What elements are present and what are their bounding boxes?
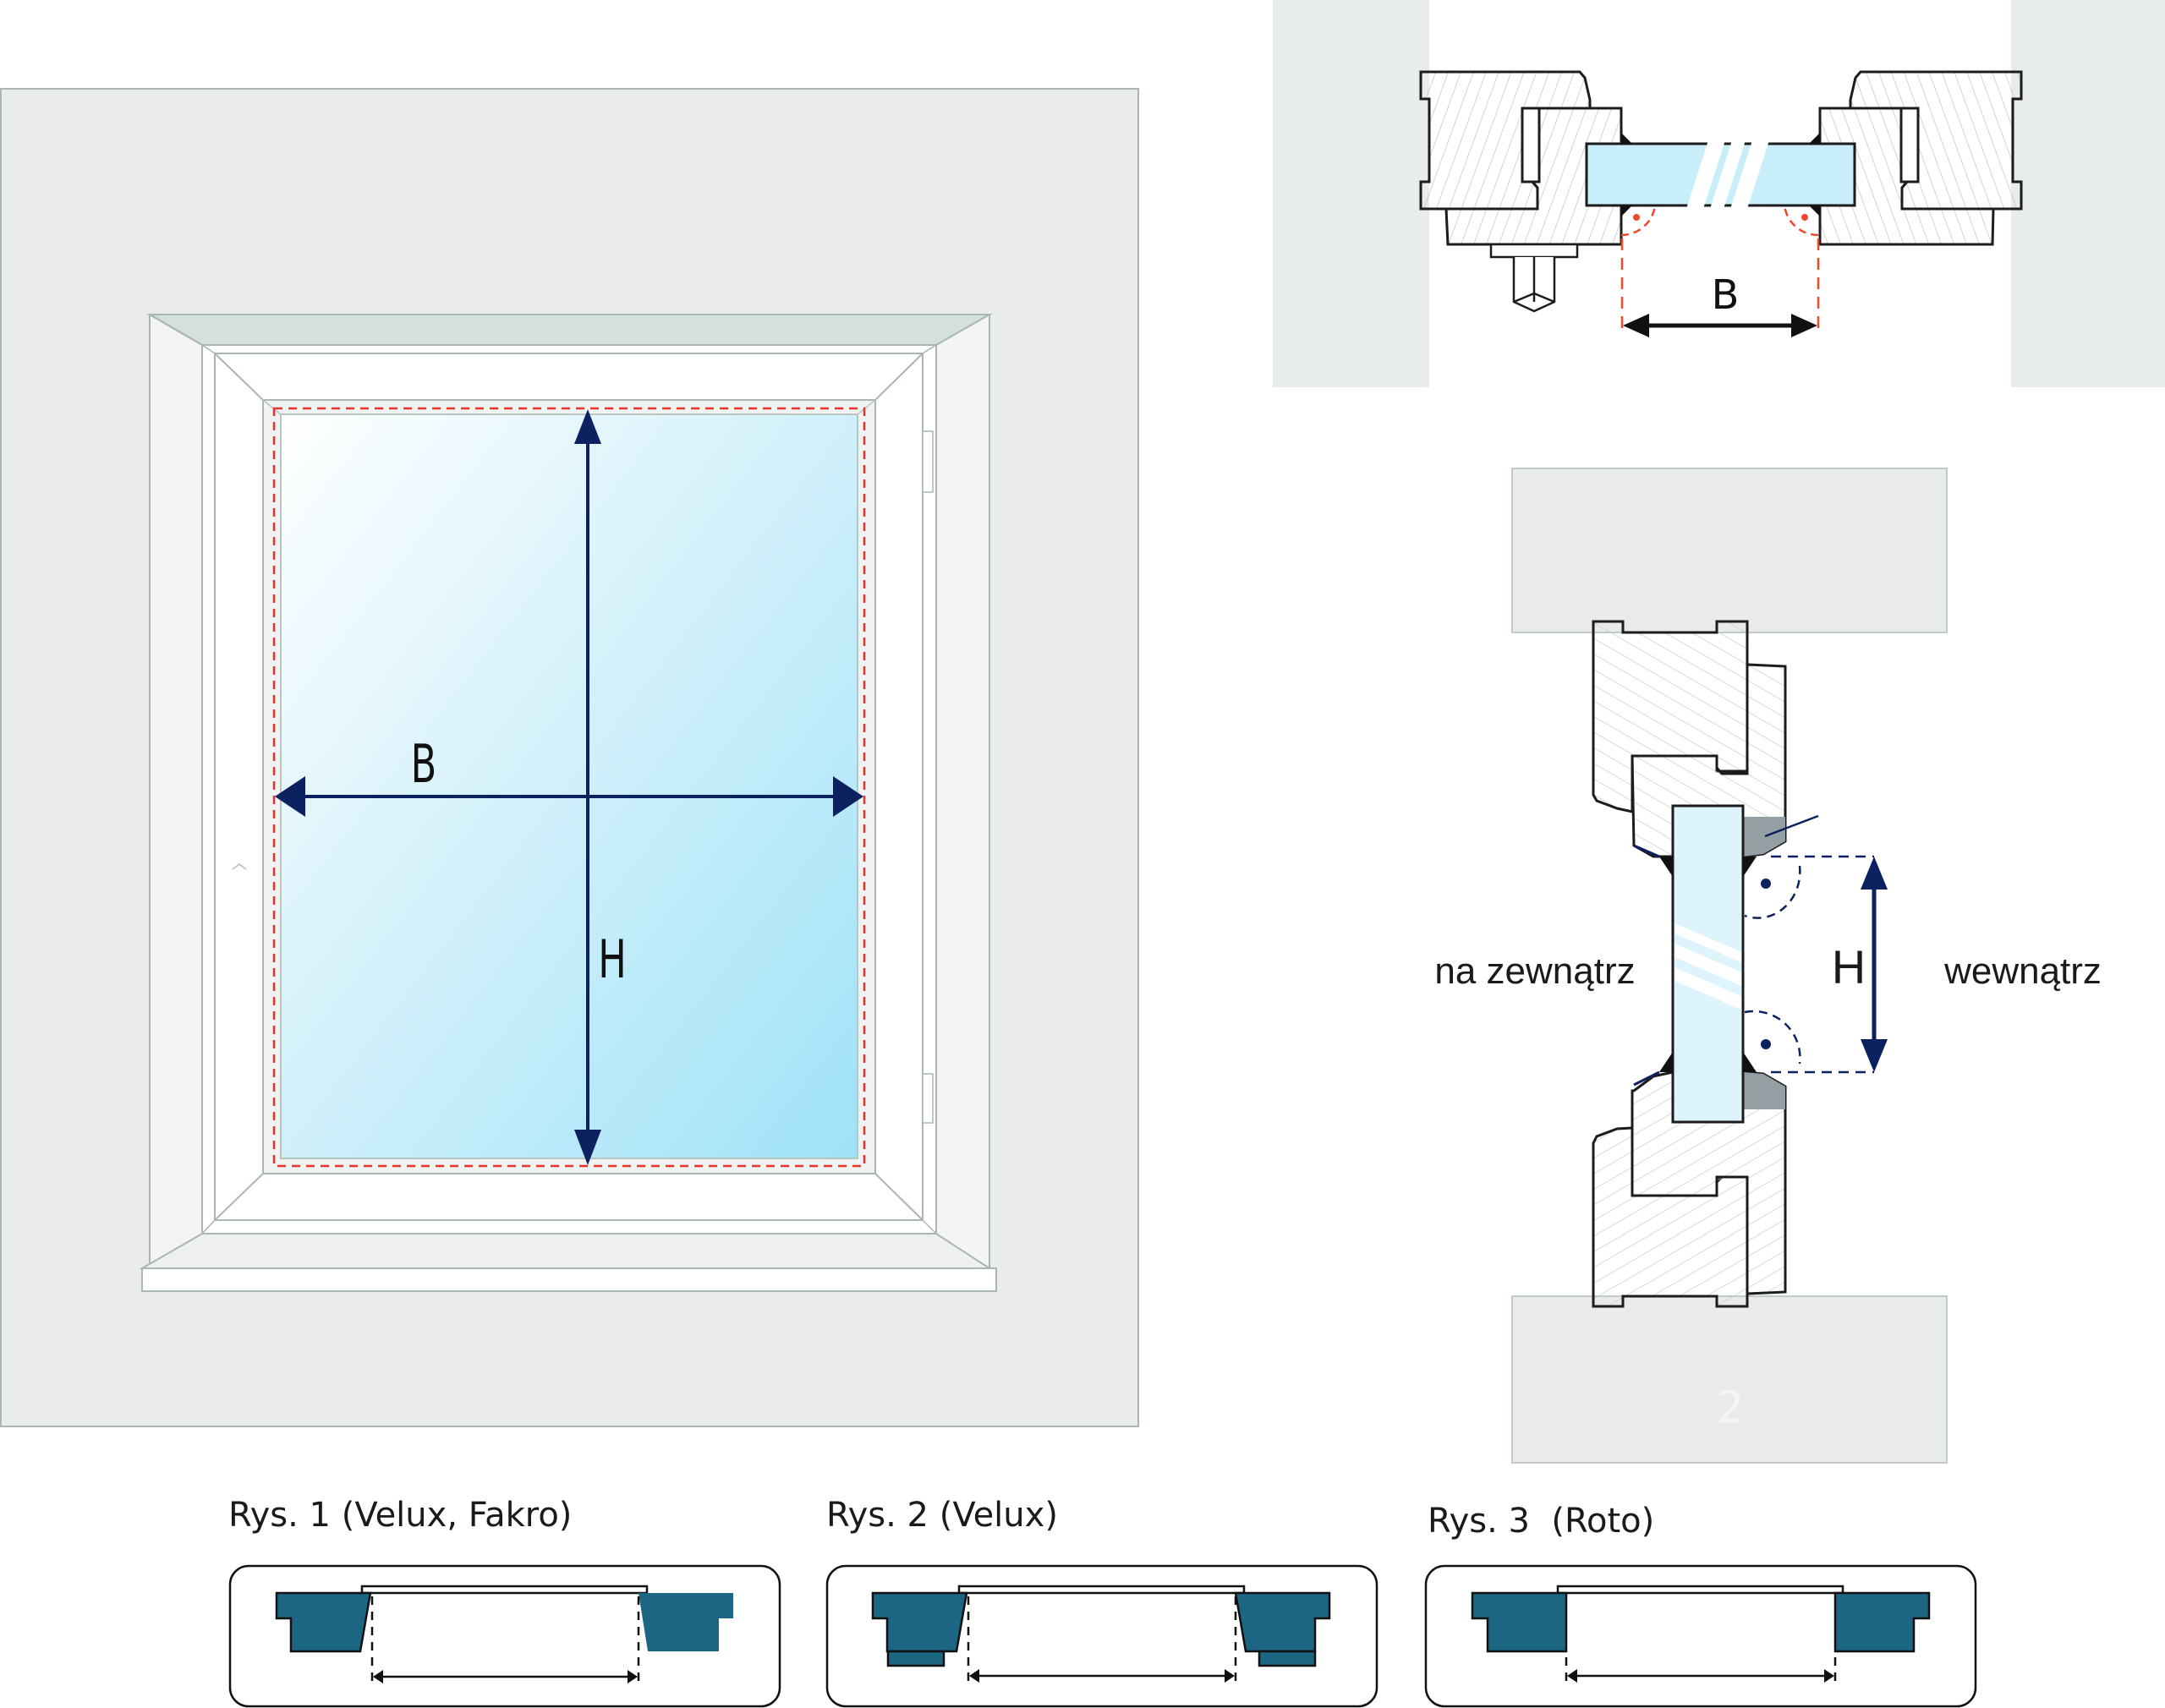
wall-number: 2 bbox=[1716, 1382, 1744, 1433]
arrow-right-icon bbox=[628, 1670, 638, 1683]
hinge-bottom bbox=[922, 1073, 934, 1124]
section-arrow-right-icon bbox=[1791, 314, 1817, 337]
seal-bottom-gray bbox=[1743, 1072, 1785, 1109]
sill-top bbox=[139, 1233, 993, 1269]
height-label: H bbox=[598, 929, 627, 990]
window-sill bbox=[141, 1267, 997, 1292]
measure-outline bbox=[272, 407, 866, 1168]
arrow-left-icon bbox=[969, 1669, 979, 1683]
width-label: B bbox=[411, 734, 437, 795]
reveal-top bbox=[146, 314, 993, 346]
arrow-left-icon bbox=[373, 1670, 383, 1683]
label-inside: wewnątrz bbox=[1943, 950, 2102, 992]
profile-left bbox=[1471, 1591, 1568, 1653]
profile-right bbox=[1833, 1591, 1931, 1653]
height-arrow-top-icon bbox=[574, 409, 601, 444]
profile-left bbox=[275, 1591, 372, 1653]
arrow-right-icon bbox=[1225, 1669, 1235, 1683]
figure-rys-3: Rys. 3 (Roto) bbox=[1424, 1502, 1977, 1708]
wall-left bbox=[1273, 0, 1429, 387]
profile-right bbox=[1234, 1591, 1331, 1653]
section-width-label: B bbox=[1712, 271, 1740, 319]
handle-base bbox=[1489, 243, 1579, 259]
frame-profile-bottom bbox=[1592, 1126, 1749, 1308]
wall-top-block bbox=[1511, 468, 1948, 633]
handle-icon bbox=[1512, 257, 1556, 313]
horizontal-section: B bbox=[1273, 0, 2165, 387]
label-outside: na zewnątrz bbox=[1434, 950, 1635, 992]
figure-rys-1: Rys. 1 (Velux, Fakro) bbox=[228, 1496, 781, 1708]
width-arrow-left-icon bbox=[275, 776, 305, 817]
figure-rys-2: Rys. 2 (Velux) bbox=[825, 1496, 1378, 1708]
figure-caption: Rys. 2 (Velux) bbox=[826, 1496, 1058, 1535]
glass-pane bbox=[280, 413, 858, 1159]
figure-caption: Rys. 3 (Roto) bbox=[1428, 1502, 1654, 1541]
arrow-left-icon bbox=[1567, 1669, 1577, 1683]
arrow-right-icon bbox=[1824, 1669, 1834, 1683]
front-view: B H bbox=[0, 88, 1139, 1427]
section-arrow-down-icon bbox=[1861, 1039, 1888, 1072]
seal-top-gray bbox=[1743, 817, 1785, 857]
vertical-section: 2 H na zewnątrz bbox=[1434, 468, 2102, 1464]
wall-bottom-block bbox=[1511, 1295, 1948, 1464]
width-arrow-right-icon bbox=[833, 776, 863, 817]
handle-mark-icon bbox=[232, 863, 247, 870]
section-height-label: H bbox=[1832, 940, 1866, 994]
hinge-top bbox=[922, 430, 934, 493]
height-arrow-bottom-icon bbox=[574, 1130, 601, 1165]
figure-caption: Rys. 1 (Velux, Fakro) bbox=[228, 1496, 572, 1535]
wall-right bbox=[2011, 0, 2165, 387]
section-arrow-left-icon bbox=[1623, 314, 1649, 337]
section-arrow-up-icon bbox=[1861, 857, 1888, 890]
seal-pointer bbox=[1764, 814, 1819, 838]
profile-right bbox=[639, 1593, 733, 1651]
profile-left bbox=[871, 1591, 968, 1653]
